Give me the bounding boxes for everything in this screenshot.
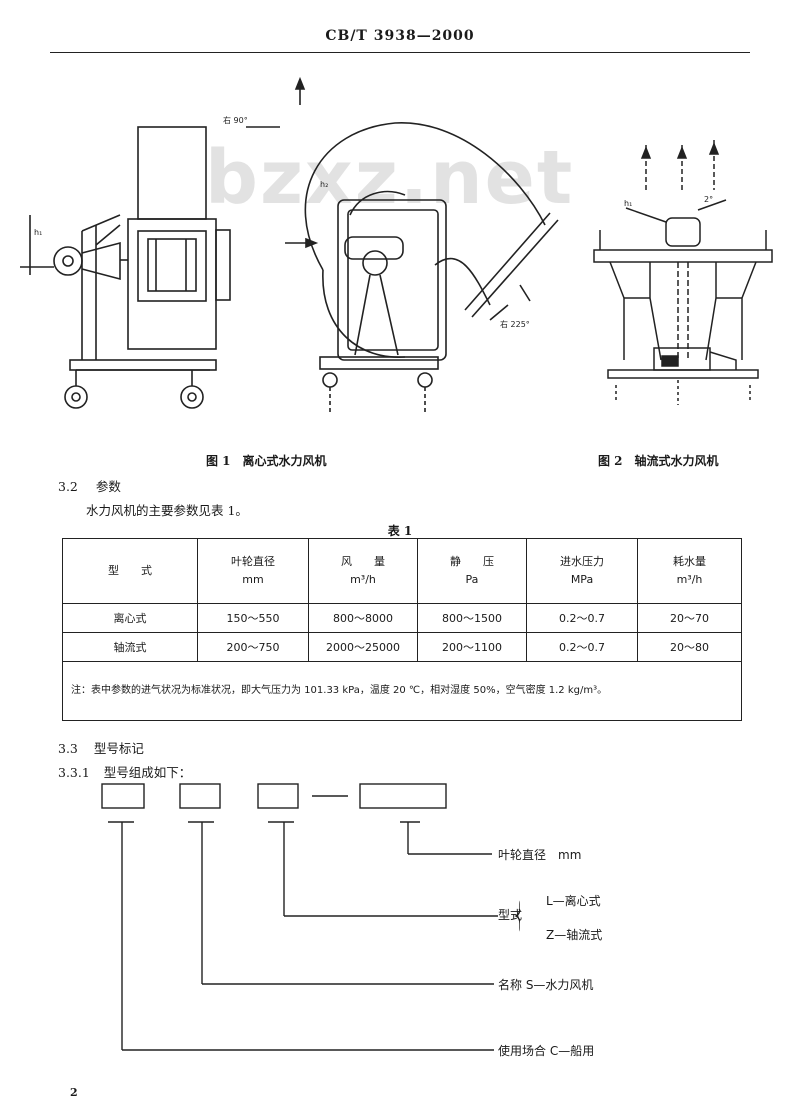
legend-type-label: 型式: [498, 908, 523, 922]
table-cell: 2000～25000: [308, 632, 418, 662]
angle-label-top: 右 90°: [223, 115, 248, 125]
section-3-2-heading: 3.2 参数: [58, 476, 121, 495]
table-row: 离心式 150～550 800～8000 800～1500 0.2～0.7 20…: [62, 603, 742, 633]
header-rule: [50, 52, 750, 53]
section-title: 参数: [95, 479, 121, 494]
table-cell: 0.2～0.7: [526, 603, 638, 633]
legend-type-l: L—离心式: [546, 894, 601, 908]
code-box-impeller: [359, 783, 447, 809]
table-note-row: 注：表中参数的进气状况为标准状况，即大气压力为 101.33 kPa，温度 20…: [62, 661, 742, 721]
table-cell: 800～8000: [308, 603, 418, 633]
fig2-angle: 2°: [704, 195, 713, 204]
section-3-3-heading: 3.3 型号标记: [58, 738, 144, 757]
angle-label-bottom: 右 225°: [500, 319, 530, 329]
code-box-usage: [101, 783, 145, 809]
figure-2-drawing: h₁ 2°: [593, 140, 773, 405]
section-number: 3.3: [58, 741, 78, 756]
table-1-title: 表 1: [387, 524, 413, 538]
table-cell: 0.2～0.7: [526, 632, 638, 662]
page-number: 2: [70, 1086, 78, 1099]
section-number: 3.3.1: [58, 765, 90, 780]
dim-label-h1: h₁: [34, 228, 42, 237]
legend-name: 名称 S—水力风机: [498, 978, 594, 992]
legend-usage: 使用场合 C—船用: [498, 1044, 595, 1058]
section-number: 3.2: [58, 479, 78, 494]
model-designation-diagram: [101, 783, 520, 1051]
section-3-3-1-heading: 3.3.1 型号组成如下：: [58, 762, 191, 781]
figure-1-drawing: 右 90° 右 225° h₁ h₂: [20, 76, 559, 413]
header-cell: 型 式: [62, 538, 198, 604]
table-cell: 200～750: [197, 632, 309, 662]
legend-impeller-diameter: 叶轮直径 mm: [498, 848, 582, 862]
table-cell: 20～80: [637, 632, 742, 662]
standard-number: CB/T 3938—2000: [325, 28, 475, 44]
legend-type-z: Z—轴流式: [546, 928, 603, 942]
code-box-name: [179, 783, 221, 809]
fig2-dim-h: h₁: [624, 199, 632, 208]
table-cell: 20～70: [637, 603, 742, 633]
table-cell: 800～1500: [417, 603, 527, 633]
figure-1-caption: 图 1 离心式水力风机: [206, 454, 327, 468]
dim-label-h2: h₂: [320, 180, 328, 189]
table-cell: 离心式: [62, 603, 198, 633]
code-box-type: [257, 783, 299, 809]
table-cell: 200～1100: [417, 632, 527, 662]
motor-housing: [137, 126, 207, 220]
volute-casing: [304, 122, 546, 271]
table-cell: 150～550: [197, 603, 309, 633]
section-title: 型号组成如下：: [103, 765, 192, 780]
table-row: 轴流式 200～750 2000～25000 200～1100 0.2～0.7 …: [62, 632, 742, 662]
section-3-2-paragraph: 水力风机的主要参数见表 1。: [86, 503, 248, 518]
table-cell: 轴流式: [62, 632, 198, 662]
figure-2-caption: 图 2 轴流式水力风机: [598, 454, 719, 468]
table-note: 注：表中参数的进气状况为标准状况，即大气压力为 101.33 kPa，温度 20…: [62, 661, 742, 721]
section-title: 型号标记: [93, 741, 144, 756]
